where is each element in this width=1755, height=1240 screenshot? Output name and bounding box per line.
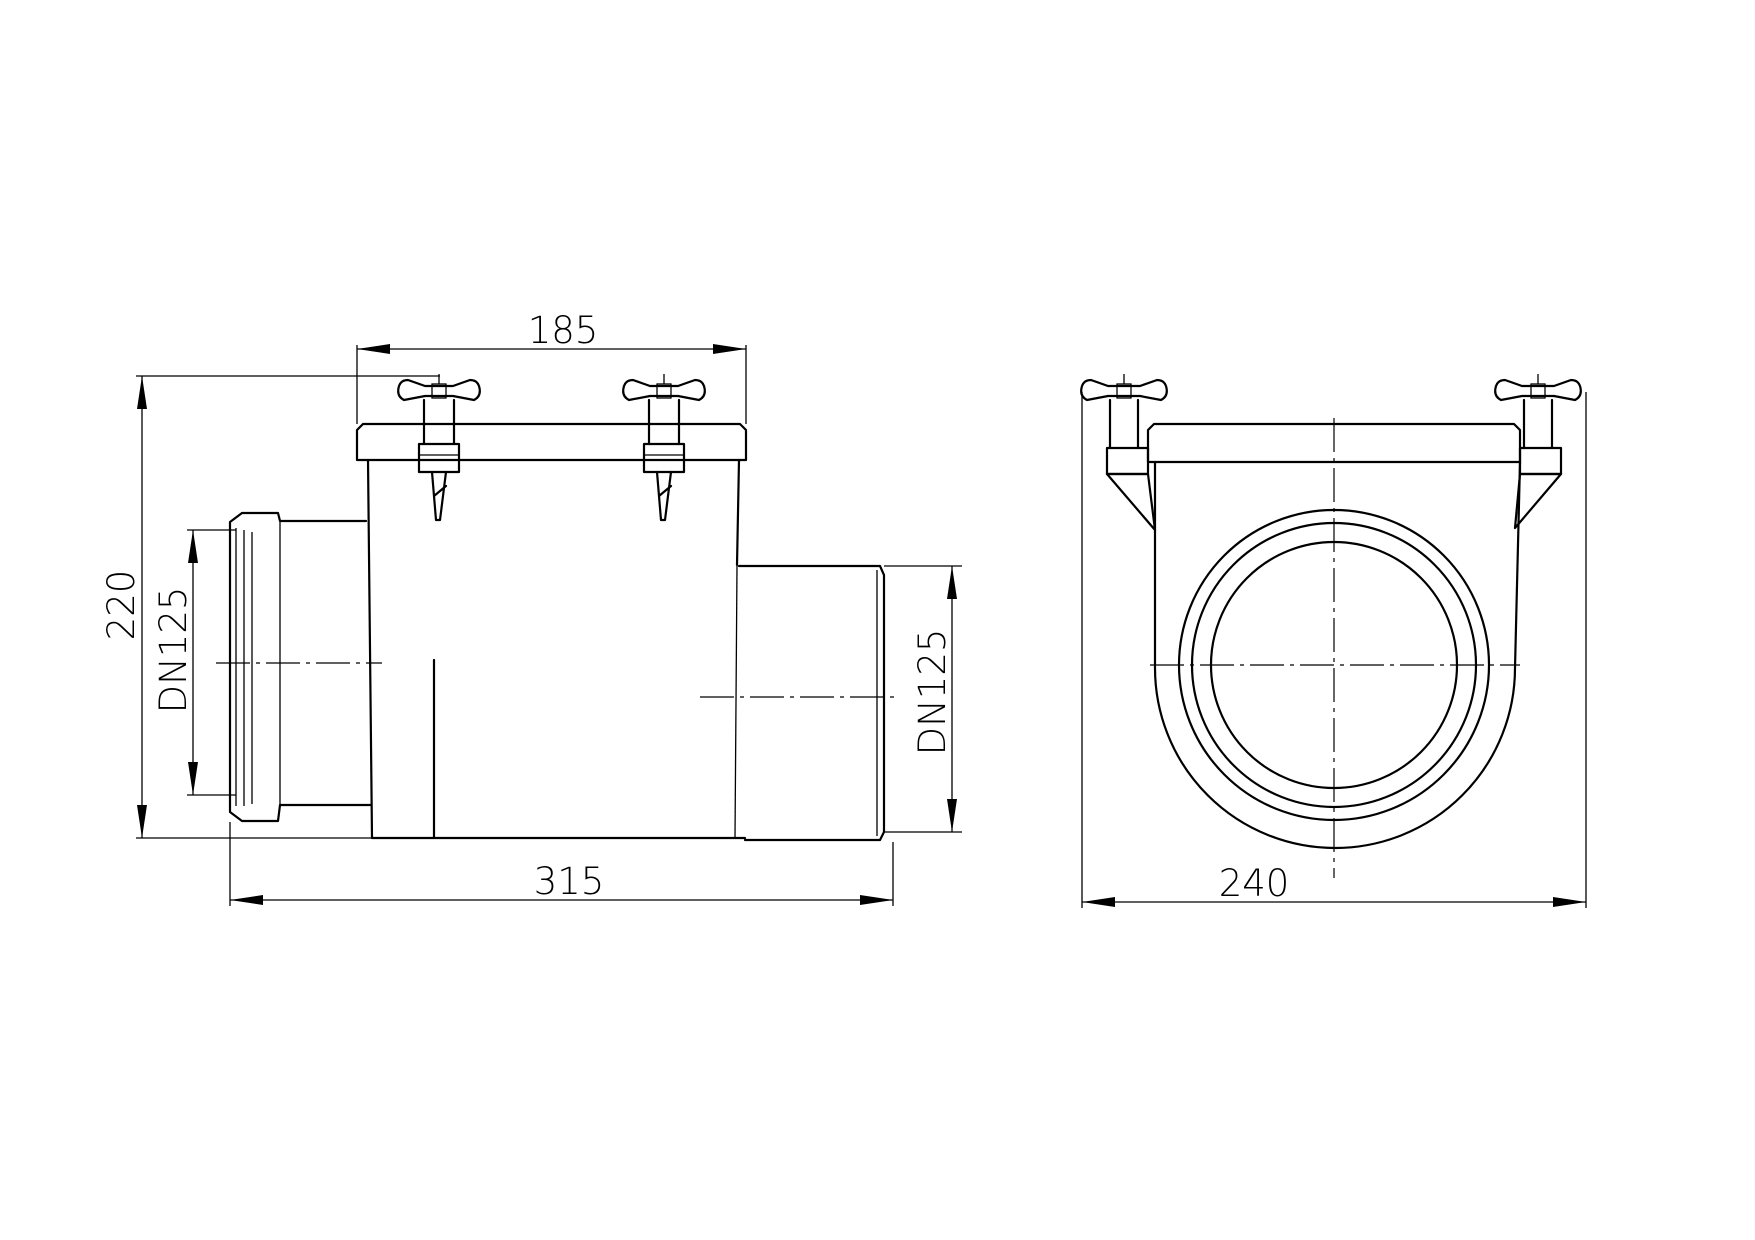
front-wing-screw-left [1080, 374, 1168, 450]
dim-side-outlet-dn: DN125 [911, 629, 954, 756]
side-wing-screw-left [397, 374, 481, 522]
dim-side-inlet-dn: DN125 [152, 587, 195, 714]
side-outlet-spigot [734, 564, 886, 842]
dim-front-overall-width: 240 [1219, 862, 1290, 905]
dim-side-overall-length: 315 [534, 860, 605, 903]
front-bracket-right [1513, 472, 1563, 530]
front-bracket-left [1105, 472, 1157, 532]
front-flange-left [1105, 446, 1150, 476]
front-flange-right [1518, 446, 1563, 476]
side-dimensions: 185 220 DN125 DN125 315 [100, 309, 962, 906]
front-body [1153, 460, 1522, 850]
front-view [1080, 374, 1582, 878]
side-view [216, 374, 896, 842]
side-lid [355, 422, 748, 462]
dim-side-top-width: 185 [528, 309, 599, 352]
front-wing-screw-right [1494, 374, 1582, 450]
side-inlet-socket [228, 511, 373, 823]
side-wing-screw-right [622, 374, 706, 522]
dim-side-height: 220 [100, 570, 143, 641]
side-body [366, 458, 747, 840]
front-dimensions: 240 [1081, 392, 1587, 908]
